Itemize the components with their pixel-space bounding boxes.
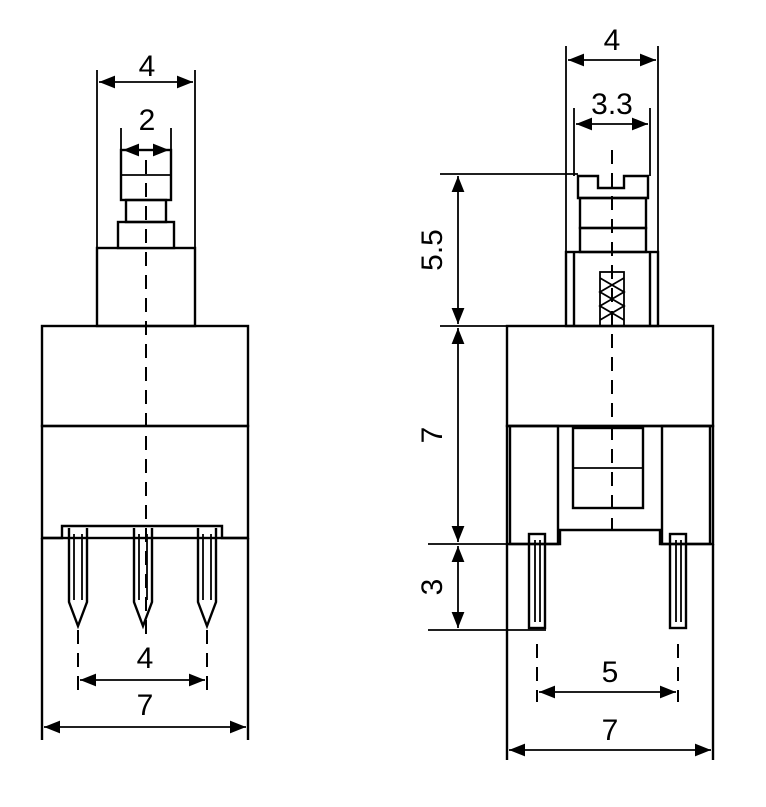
- front-dim-top-outer-label: 4: [139, 50, 156, 83]
- side-view: 4 3.3 5.5 7 3 5 7: [416, 24, 715, 760]
- side-pin-right: [668, 532, 688, 630]
- side-pin-left: [527, 532, 547, 630]
- front-dim-top-inner-label: 2: [139, 104, 156, 137]
- side-dim-body-height-label: 7: [416, 427, 449, 444]
- side-dim-pin-pitch-label: 5: [602, 656, 619, 689]
- front-dim-body-width-label: 7: [137, 689, 154, 722]
- front-pin-left: [67, 528, 89, 630]
- side-dim-top-outer-label: 4: [604, 24, 621, 57]
- side-body-lower: [505, 424, 715, 546]
- side-dim-pin-length-label: 3: [416, 579, 449, 596]
- front-pin-center: [132, 528, 154, 630]
- side-dim-stem-height-label: 5.5: [416, 229, 449, 271]
- front-pin-right: [196, 528, 218, 630]
- side-dim-body-width-label: 7: [602, 714, 619, 747]
- front-dim-pin-pitch-label: 4: [137, 642, 154, 675]
- side-dim-top-inner-label: 3.3: [591, 88, 633, 121]
- side-body-upper: [505, 324, 715, 428]
- front-view: 4 2 4 7: [40, 50, 250, 740]
